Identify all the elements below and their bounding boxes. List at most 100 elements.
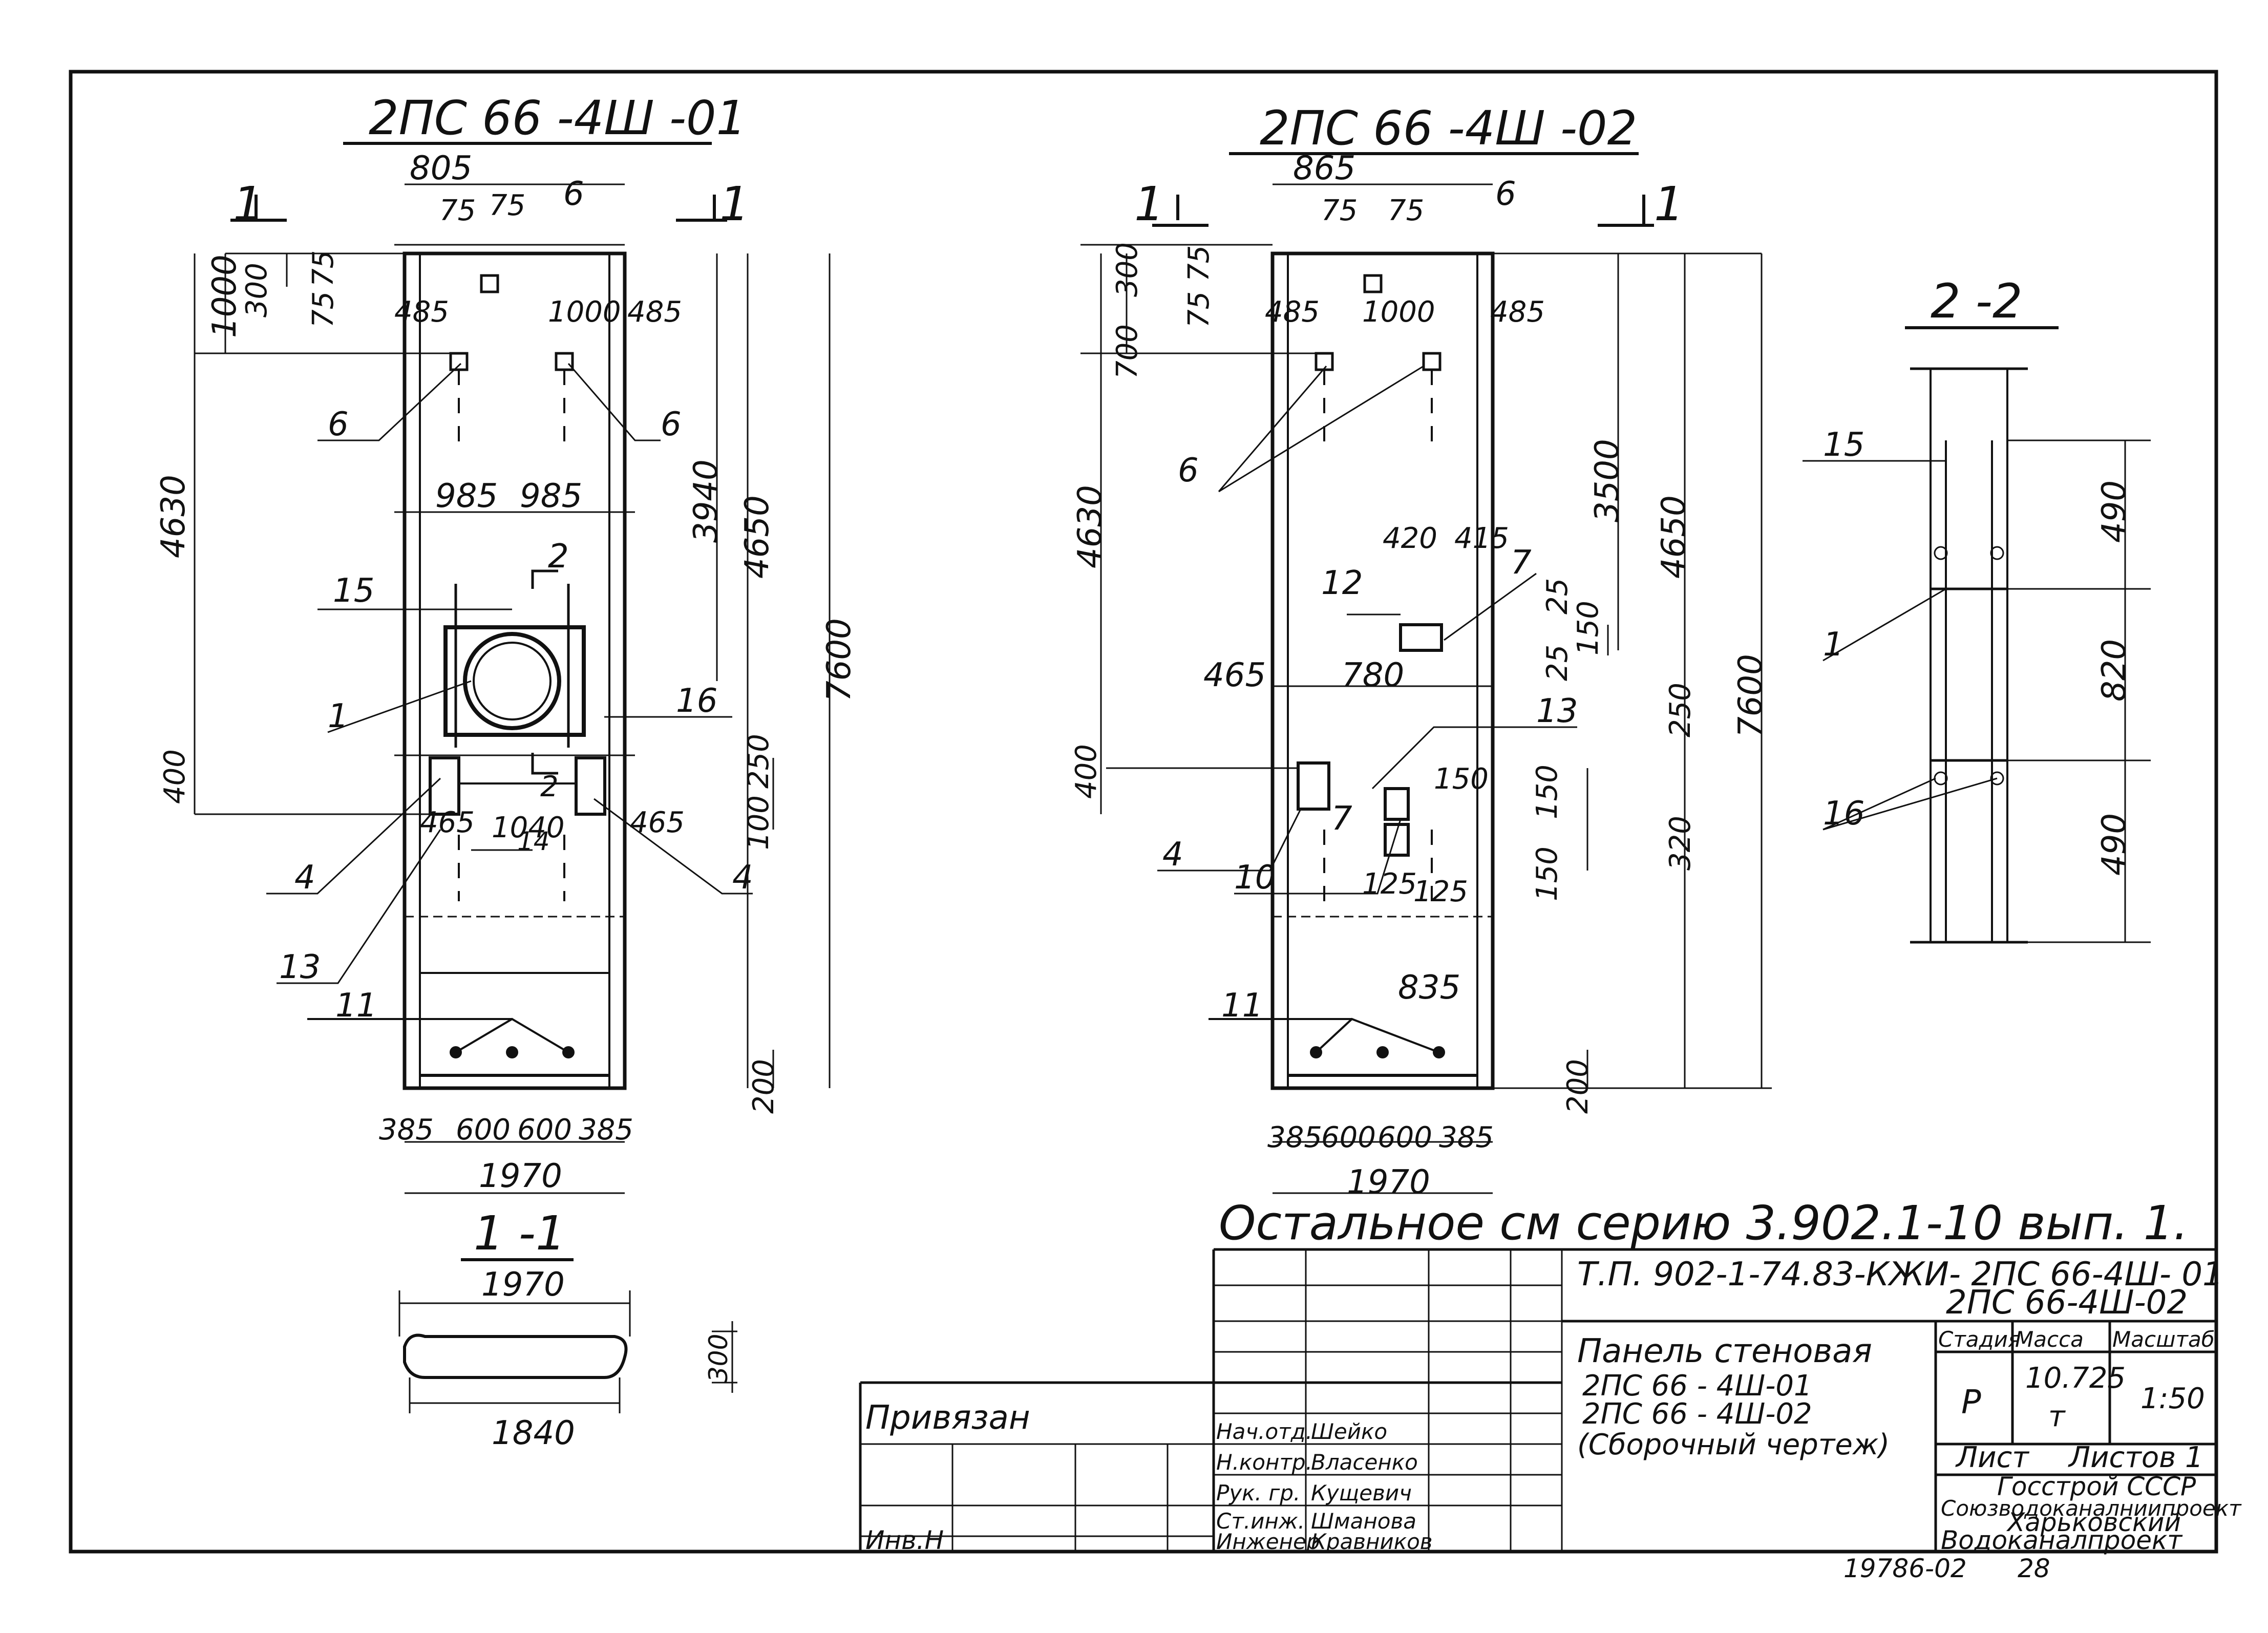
- dim-200: 200: [747, 1059, 780, 1114]
- section-1-1-dim-1840: 1840: [492, 1414, 575, 1452]
- title-block: Т.П. 902-1-74.83-КЖИ- 2ПС 66-4Ш- 01 2ПС …: [859, 1248, 2242, 1555]
- dim-1970: 1970: [479, 1157, 562, 1195]
- panel-01-outline: [402, 251, 627, 1090]
- dim-02-4650: 4650: [1655, 495, 1693, 579]
- section-2-2-dim-820: 820: [2095, 639, 2133, 702]
- tb-staff-role-0: Нач.отд.: [1216, 1419, 1312, 1444]
- dim-300: 300: [240, 263, 273, 317]
- callout-13: 13: [279, 948, 321, 986]
- dim-02-600a: 600: [1321, 1121, 1376, 1154]
- tb-staff-role-1: Н.контр.: [1216, 1450, 1312, 1475]
- dim-02-1000: 1000: [1362, 295, 1435, 329]
- dim-75a: 75: [439, 194, 476, 227]
- dim-385a: 385: [379, 1113, 434, 1147]
- tb-org-line4: Водоканалпроект: [1941, 1525, 2183, 1555]
- dim-420: 420: [1383, 522, 1437, 555]
- dim-400: 400: [158, 749, 192, 804]
- tb-name-line1: Панель стеновая: [1577, 1332, 1872, 1370]
- tb-privyazan: Привязан: [865, 1399, 1030, 1437]
- dim-25a: 25: [1541, 578, 1574, 614]
- dim-1000-left: 1000: [206, 255, 244, 338]
- tb-sheet-label: Лист: [1955, 1441, 2029, 1474]
- dim-600b: 600: [517, 1113, 572, 1147]
- view-02-title: 2ПС 66 -4Ш -02: [1260, 101, 1637, 156]
- callout-10: 10: [1234, 859, 1276, 897]
- dim-75d: 75: [307, 291, 340, 328]
- tb-staff-name-3: Шманова: [1311, 1509, 1416, 1534]
- callout-14: 14: [517, 826, 550, 856]
- tb-org-line1: Госстрой СССР: [1997, 1472, 2196, 1501]
- dim-02-385b: 385: [1439, 1121, 1494, 1154]
- callout-4-right: 4: [732, 859, 753, 897]
- dim-3940: 3940: [687, 459, 725, 543]
- dim-385b: 385: [579, 1113, 633, 1147]
- tb-org-line3: Харьковский: [2006, 1508, 2181, 1537]
- callout-1: 1: [328, 697, 349, 735]
- dim-3500: 3500: [1588, 439, 1626, 522]
- panel-section-profile: [403, 1333, 628, 1379]
- tb-stage-label: Стадия: [1938, 1327, 2021, 1352]
- dim-865: 865: [1293, 150, 1355, 187]
- section-mark-1-left-02: 1: [1134, 177, 1164, 231]
- tb-name-line4: (Сборочный чертеж): [1577, 1428, 1890, 1461]
- view-01-title: 2ПС 66 -4Ш -01: [369, 91, 746, 145]
- tb-scale-label: Масштаб: [2112, 1327, 2215, 1352]
- dim-75b: 75: [489, 189, 525, 222]
- dim-02-250: 250: [1664, 683, 1697, 737]
- section-mark-1-left: 1: [233, 177, 263, 231]
- section-1-1-dim-1970: 1970: [481, 1266, 565, 1304]
- dim-02-75d: 75: [1182, 291, 1216, 328]
- dim-415: 415: [1454, 522, 1509, 555]
- tb-scale: 1:50: [2140, 1382, 2205, 1415]
- tb-staff-name-0: Шейко: [1311, 1419, 1387, 1444]
- view-01: 2ПС 66 -4Ш -01 1 1: [155, 91, 858, 1195]
- tb-staff-name-4: Кравников: [1311, 1529, 1433, 1554]
- tb-name-line3: 2ПС 66 - 4Ш-02: [1582, 1397, 1812, 1431]
- dim-02-7600: 7600: [1732, 654, 1770, 737]
- dim-02-150c: 150: [1531, 765, 1564, 819]
- section-2-2-callout-15: 15: [1823, 426, 1864, 464]
- dim-02-200: 200: [1561, 1059, 1595, 1114]
- dim-02-150b: 150: [1434, 762, 1489, 796]
- section-mark-1-right: 1: [719, 177, 750, 231]
- section-2-2: 2 -2 490 820 490 15 1 16: [1803, 274, 2151, 944]
- dim-125a: 125: [1362, 867, 1417, 901]
- tb-mass-label: Масса: [2015, 1327, 2084, 1352]
- dim-1040: 1040: [492, 811, 565, 844]
- tb-mass-unit: т: [2048, 1400, 2066, 1433]
- cut-mark-2-bottom: 2: [540, 770, 559, 803]
- tb-staff-role-3: Ст.инж.: [1216, 1509, 1305, 1534]
- tb-sheets-label: Листов 1: [2068, 1441, 2203, 1474]
- callout-02-13: 13: [1536, 692, 1578, 730]
- section-1-1: 1 -1 1970 300 1840: [398, 1206, 737, 1452]
- dim-465b: 465: [630, 806, 685, 839]
- callout-7-bottom: 7: [1331, 800, 1352, 838]
- tb-code-line2: 2ПС 66-4Ш-02: [1946, 1284, 2188, 1322]
- dim-02-75b: 75: [1388, 194, 1424, 227]
- dim-320: 320: [1664, 816, 1697, 871]
- dim-25b: 25: [1541, 645, 1574, 681]
- tb-stage: Р: [1961, 1384, 1981, 1422]
- section-2-2-callout-16: 16: [1823, 795, 1864, 833]
- dim-02-4630: 4630: [1071, 485, 1109, 568]
- dim-465a: 465: [420, 806, 475, 839]
- callout-6-top: 6: [563, 175, 584, 213]
- dim-02-150a: 150: [1572, 601, 1605, 655]
- tb-mass: 10.725: [2025, 1362, 2126, 1395]
- dim-985a: 985: [435, 477, 498, 515]
- callout-16: 16: [676, 682, 717, 720]
- dim-02-385a: 385: [1267, 1121, 1322, 1154]
- callout-02-4: 4: [1162, 836, 1183, 874]
- page-number: 28: [2018, 1554, 2050, 1583]
- view-02: 2ПС 66 -4Ш -02 1 1 865 75 75 300 75 75 7…: [1070, 101, 1772, 1201]
- sheet-frame: [69, 70, 2218, 1554]
- dim-1000: 1000: [548, 295, 621, 329]
- callout-6-left: 6: [328, 406, 349, 443]
- dim-02-1970: 1970: [1347, 1163, 1430, 1201]
- section-mark-1-right-02: 1: [1654, 177, 1684, 231]
- dim-125b: 125: [1413, 875, 1468, 908]
- tb-code-line1: Т.П. 902-1-74.83-КЖИ- 2ПС 66-4Ш- 01: [1577, 1256, 2223, 1293]
- callout-02-6-top: 6: [1495, 175, 1516, 213]
- dim-02-485b: 485: [1490, 295, 1545, 329]
